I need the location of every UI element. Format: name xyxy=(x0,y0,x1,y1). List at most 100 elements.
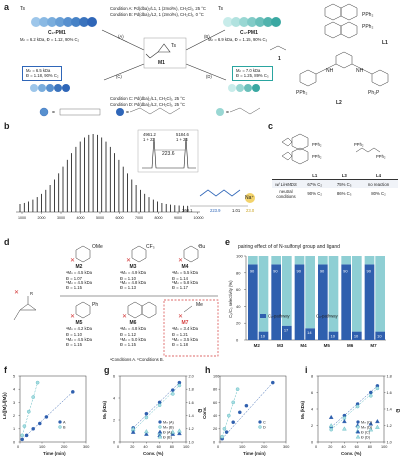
data-point xyxy=(144,411,149,416)
m5-mn-b: ᵇMₙ = 4.5 kDa xyxy=(66,336,92,342)
arrow-c-label: (C) xyxy=(116,74,122,79)
generic-r-label: R xyxy=(30,291,34,296)
m2-mn-b: ᵇMₙ = 4.5 kDa xyxy=(66,280,92,285)
bar-c3 xyxy=(341,256,351,265)
data-point xyxy=(329,427,334,432)
selectivity-chart: pairing effect of of N-sulfonyl group an… xyxy=(228,244,386,348)
ligand-l2-label: L2 xyxy=(336,100,342,106)
bar-c2 xyxy=(305,328,315,340)
y-tick-label: 0 xyxy=(13,440,15,444)
m6-mn-b: ᵇMₙ = 5.0 kDa xyxy=(120,336,146,342)
x-axis-label: Conv. (%) xyxy=(341,451,362,456)
y2-tick-label: 1.8 xyxy=(189,388,194,392)
svg-text:✕: ✕ xyxy=(126,258,131,264)
x-tick-label: 60 xyxy=(157,445,161,449)
y-tick-label: 80 xyxy=(213,388,217,392)
ms-end-a: 260.1 xyxy=(182,208,193,213)
legend-eq-2: = xyxy=(126,110,129,116)
aziridine-ring xyxy=(157,43,171,53)
data-point xyxy=(130,426,136,431)
y-tick-label: 20 xyxy=(213,427,217,431)
x-tick-label: 300 xyxy=(83,445,89,449)
ms-tick-label: 1000 xyxy=(18,216,26,220)
legend-label: Mₙ (D) xyxy=(361,425,373,429)
data-point xyxy=(375,418,380,424)
trend-line xyxy=(222,382,273,439)
monomer-m7: M7 ᵃMₙ = 3.4 kDa Đ = 1.21 ᵇMₙ = 3.5 kDa … xyxy=(172,320,198,347)
ms-end-d: 23.0 xyxy=(246,208,255,213)
polymer-chain-c2-bottom xyxy=(30,84,70,92)
monomer-m3-name: M3 xyxy=(129,264,137,270)
cell: 67% C₂ xyxy=(300,179,330,188)
l2-nh-a: NH xyxy=(326,68,334,74)
col-l3: L3 xyxy=(329,172,359,181)
ms-inset-right: 5184.6 xyxy=(176,132,189,137)
x-tick-label: 100 xyxy=(183,445,189,449)
x-tick-label: 0 xyxy=(217,445,219,449)
monomer-m2: M2 ᵃMₙ = 4.5 kDa Đ = 1.07 xyxy=(66,264,92,281)
legend-label: Đ (D) xyxy=(361,435,371,439)
ms-tick-label: 5000 xyxy=(96,216,104,220)
x-tick-label: 40 xyxy=(143,445,147,449)
x-tick-label: 100 xyxy=(381,445,387,449)
m6-d-b: Đ = 1.15 xyxy=(120,342,136,347)
bar-c3 xyxy=(318,256,328,265)
attachment-marks: ✕✕✕ ✕✕✕ ✕ xyxy=(14,258,183,320)
m4-d-a: Đ = 1.14 xyxy=(172,275,188,281)
bar-value-label: 90 xyxy=(320,268,325,273)
y-tick-label: 1 xyxy=(13,427,15,431)
bar-value-label: 90 xyxy=(367,268,372,273)
data-point xyxy=(222,427,227,431)
legend-label: A xyxy=(63,420,66,424)
data-point xyxy=(20,433,25,438)
data-point xyxy=(328,423,334,428)
data-point xyxy=(235,387,240,392)
bar-value-label: 90 xyxy=(250,268,255,273)
l2-nh-b: NH xyxy=(356,68,364,74)
y-axis-label: Conv. xyxy=(202,407,207,419)
plot-frame xyxy=(19,375,87,443)
y2-tick-label: 1.4 xyxy=(189,414,194,418)
bar-value-label: 10 xyxy=(354,334,359,339)
l1-ppph2-b: PPh₂ xyxy=(362,24,374,30)
panel-label-i: i xyxy=(305,365,308,375)
generic-monomer-structure xyxy=(13,296,37,321)
y-axis-label: Mₙ (kDa) xyxy=(300,400,305,419)
legend-label: B xyxy=(63,425,66,429)
panel-d: ✕✕✕ ✕✕✕ ✕ R OMe CF₃ ᵗBu Ph Me M2 ᵃMₙ = 4… xyxy=(0,240,222,364)
chart-e-category: M2 xyxy=(254,343,261,348)
data-point xyxy=(144,415,149,420)
monomer-m4-b: ᵇMₙ = 5.8 kDa Đ = 1.17 xyxy=(172,280,198,291)
legend-marker xyxy=(356,420,360,424)
l1-ppph2-a: PPh₂ xyxy=(362,12,374,18)
chart-e-ytick-label: 80 xyxy=(236,270,241,275)
y2-tick-label: 1.2 xyxy=(387,424,392,428)
ms-tick-label: 4000 xyxy=(77,216,85,220)
c-ph2p-a: PPh₂ xyxy=(312,142,322,147)
data-point xyxy=(177,383,182,388)
m3-d-a: Đ = 1.10 xyxy=(120,275,136,281)
svg-text:✕: ✕ xyxy=(70,314,75,320)
arrow-c-line xyxy=(103,63,145,81)
y-axis-label: Mₙ (kDa) xyxy=(102,400,107,419)
legend-label: D xyxy=(263,425,266,429)
d-footnote: ᵃConditions A. ᵇConditions B. xyxy=(110,357,164,362)
monomer-m7-name: M7 xyxy=(181,320,189,326)
ms-end-c: 1.01 xyxy=(232,208,241,213)
ms-inset-left2: 1 + 23 xyxy=(143,137,155,142)
data-point xyxy=(368,421,374,426)
y-tick-label: 5 xyxy=(13,374,15,378)
y-tick-label: 0 xyxy=(113,440,115,444)
trend-line xyxy=(22,391,73,440)
legend-label: Đ (A) xyxy=(163,430,173,434)
bar-c3 xyxy=(294,256,305,265)
bar-value-label: 17 xyxy=(284,328,289,333)
polymer-c2-stats: Mₙ = 6.2 kDa, Đ = 1.12, 90% C₂ xyxy=(20,37,80,42)
m4-mn-b: ᵇMₙ = 5.8 kDa xyxy=(172,280,198,285)
data-point xyxy=(271,380,275,385)
